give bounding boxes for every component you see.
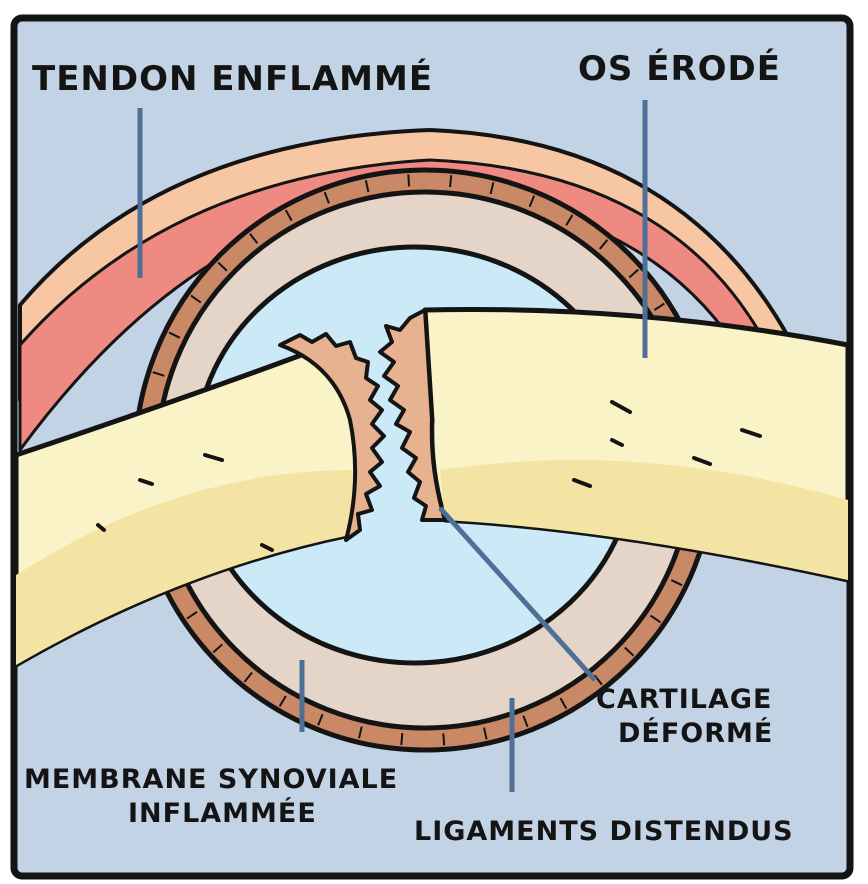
leader-line-cartilage	[438, 506, 597, 682]
label-tendon: TENDON ENFLAMMÉ	[32, 58, 433, 99]
label-ligaments: LIGAMENTS DISTENDUS	[414, 816, 794, 847]
label-synovial-line1: MEMBRANE SYNOVIALE	[24, 764, 398, 795]
bone-texture-marks	[96, 400, 762, 552]
left-cartilage	[278, 332, 386, 542]
right-bone-shade	[440, 460, 848, 580]
label-cartilage-line2: DÉFORMÉ	[618, 717, 773, 749]
label-synovial-line2: INFLAMMÉE	[128, 797, 317, 829]
right-cartilage	[378, 308, 447, 522]
left-bone-shade	[16, 470, 356, 665]
label-bone: OS ÉRODÉ	[578, 48, 781, 89]
label-cartilage-line1: CARTILAGE	[596, 684, 772, 715]
